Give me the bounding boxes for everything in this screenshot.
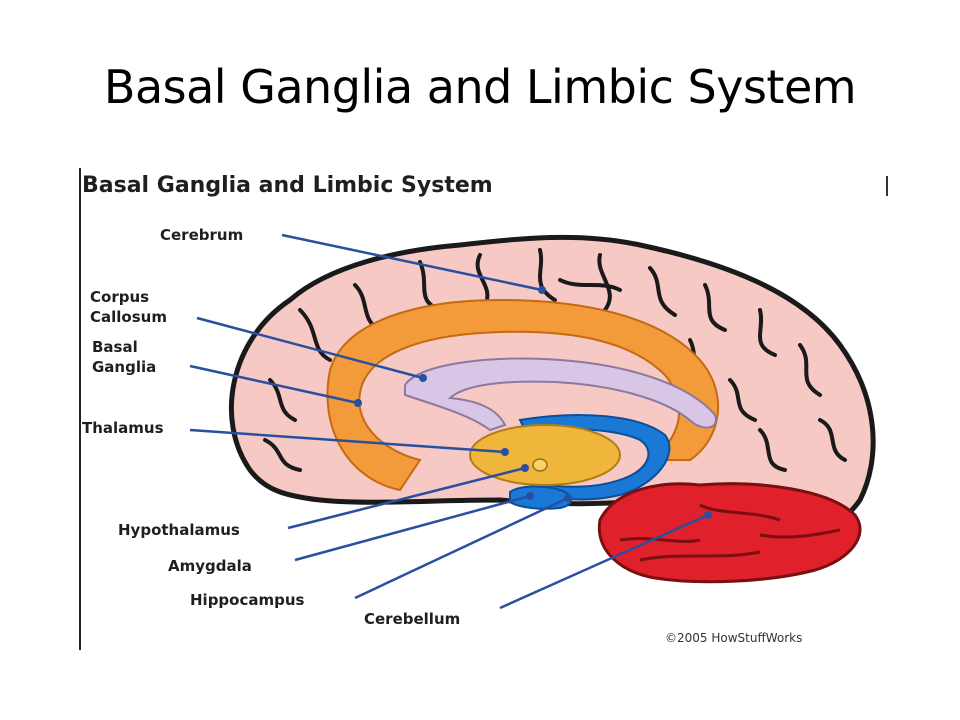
label-amygdala: Amygdala — [168, 557, 252, 575]
label-thalamus: Thalamus — [82, 419, 164, 437]
cerebellum-folds — [619, 503, 841, 562]
leader-dots — [354, 286, 712, 519]
label-cerebellum: Cerebellum — [364, 610, 460, 628]
label-basal-ganglia-line2: Ganglia — [92, 358, 156, 376]
label-corpus-callosum-line1: Corpus — [90, 288, 149, 306]
thalamus-shape — [469, 424, 621, 486]
figure-left-border — [79, 168, 81, 650]
amygdala-shape — [509, 485, 573, 510]
label-corpus-callosum-line2: Callosum — [90, 308, 167, 326]
label-hypothalamus: Hypothalamus — [118, 521, 240, 539]
slide-title: Basal Ganglia and Limbic System — [103, 60, 857, 114]
corpus-callosum-shape — [404, 357, 717, 432]
label-cerebrum: Cerebrum — [160, 226, 243, 244]
basal-ganglia-shape — [326, 298, 720, 492]
copyright-notice: ©2005 HowStuffWorks — [665, 631, 802, 645]
label-hippocampus: Hippocampus — [190, 591, 305, 609]
label-basal-ganglia-line1: Basal — [92, 338, 138, 356]
leader-lines — [189, 233, 709, 610]
figure-heading: Basal Ganglia and Limbic System — [82, 173, 493, 198]
figure-right-border — [886, 176, 888, 196]
hypothalamus-shape — [532, 458, 548, 472]
